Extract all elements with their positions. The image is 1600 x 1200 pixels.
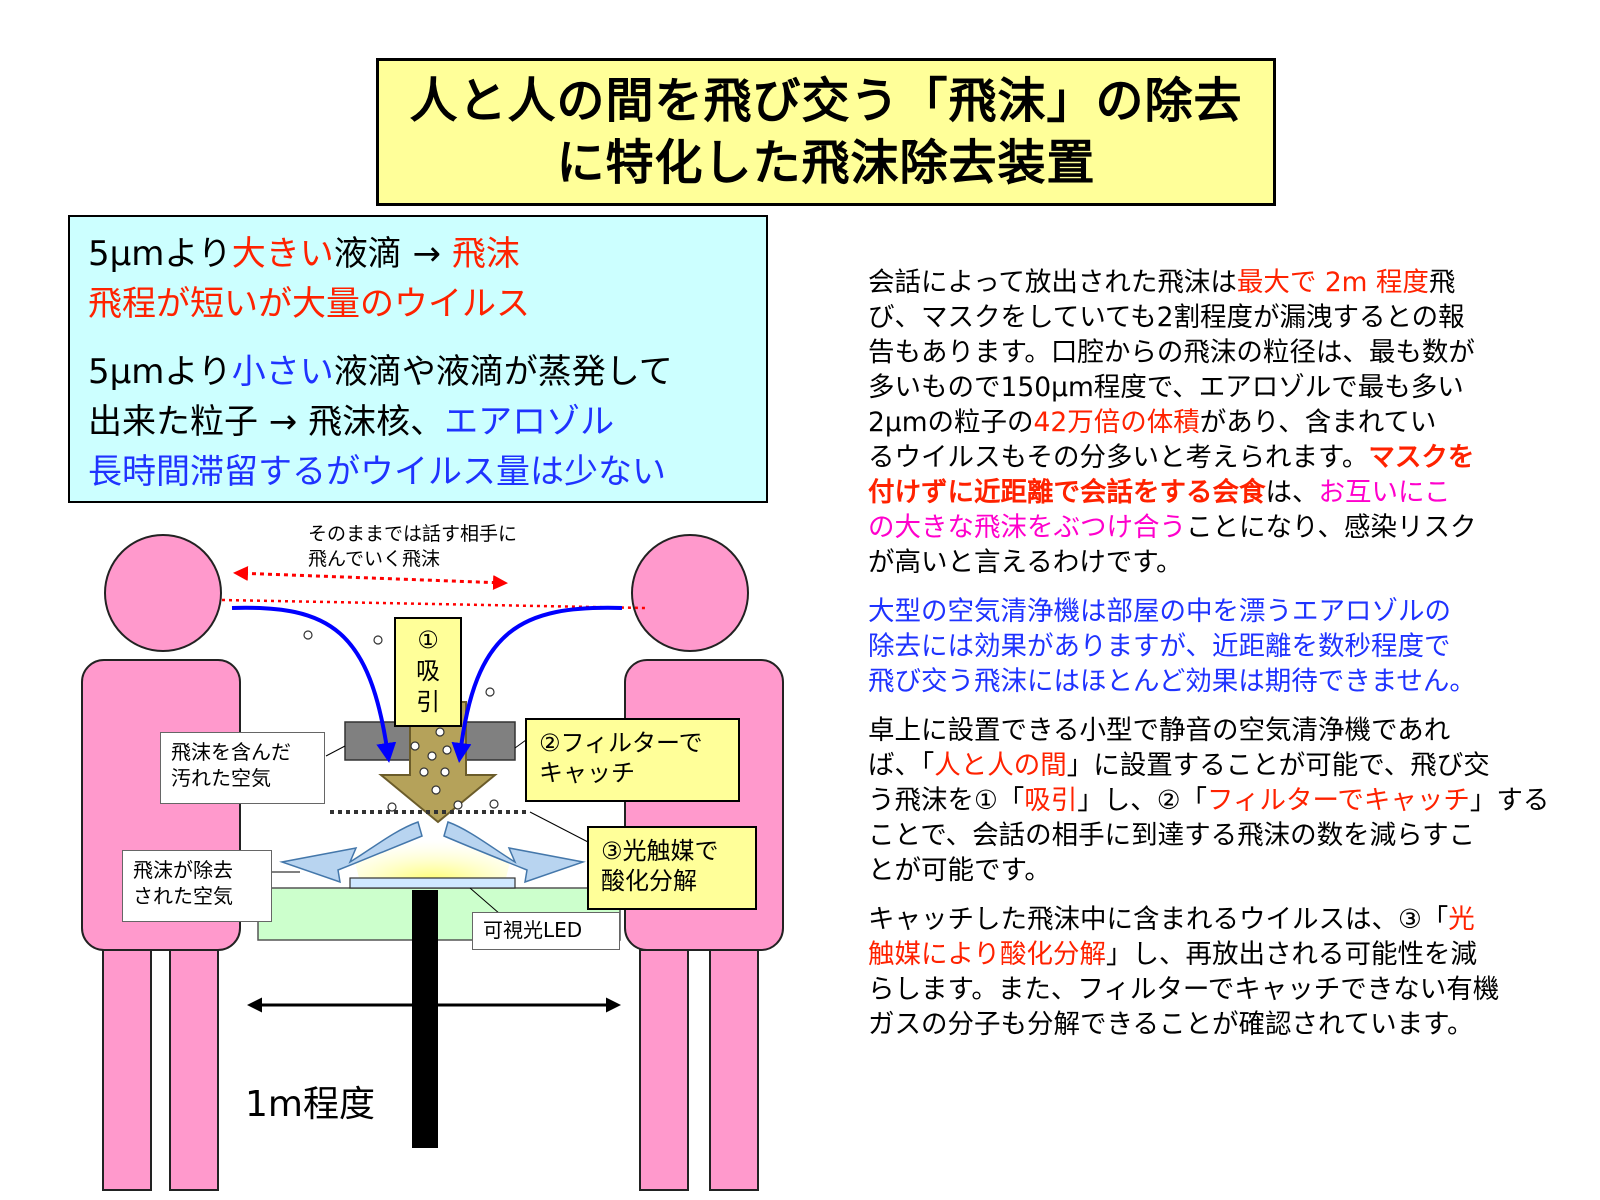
info-text: 液滴 →: [333, 234, 452, 274]
info-highlight-droplet: 飛沫: [451, 234, 520, 274]
table-leg: [412, 890, 438, 1148]
droplet-info-box: 5μmより大きい液滴 → 飛沫 飛程が短いが大量のウイルス 5μmより小さい液滴…: [68, 215, 768, 503]
distance-label: 1m程度: [245, 1084, 375, 1125]
info-line-1: 5μmより大きい液滴 → 飛沫: [88, 229, 748, 279]
suction-arrow-right: [451, 605, 623, 763]
led-label: 可視光LED: [472, 912, 620, 950]
filter-label: ②フィルターで キャッチ: [525, 718, 740, 802]
highlight-dining: 付けずに近距離で会話をする会食: [868, 477, 1266, 508]
info-highlight-aerosol: エアロゾル: [444, 402, 615, 442]
droplet-trajectory-arrow: [233, 565, 508, 591]
floating-droplets: [303, 630, 495, 697]
info-text: 液滴や液滴が蒸発して: [333, 352, 673, 392]
dirty-air-label: 飛沫を含んだ 汚れた空気: [160, 732, 325, 804]
highlight-exchange: の大きな飛沫をぶつけ合う: [868, 512, 1186, 543]
info-line-4: 出来た粒子 → 飛沫核、エアロゾル: [88, 397, 748, 447]
info-highlight-larger: 大きい: [231, 234, 334, 274]
suction-arrow-left: [231, 605, 397, 763]
info-line-5: 長時間滞留するがウイルス量は少ない: [88, 452, 666, 492]
highlight-volume: 42万倍の体積: [1033, 407, 1200, 438]
photocatalyst-label: ③光触媒で 酸化分解: [587, 826, 757, 910]
explanation-paragraph-3: 卓上に設置できる小型で静音の空気清浄機であれ ば、「人と人の間」に設置することが…: [868, 715, 1550, 886]
explanation-text: 会話によって放出された飛沫は最大で 2m 程度飛 び、マスクをしていても2割程度…: [868, 265, 1550, 1056]
info-text: 出来た粒子 → 飛沫核、: [88, 402, 445, 442]
droplet-path-line: [221, 598, 646, 610]
suction-label: ① 吸 引: [394, 617, 462, 727]
title-box: 人と人の間を飛び交う「飛沫」の除去 に特化した飛沫除去装置: [376, 58, 1276, 206]
highlight-2m: 最大で 2m 程度: [1236, 267, 1429, 298]
info-text: 5μmより: [88, 234, 232, 274]
filtered-droplets: [387, 799, 499, 812]
clean-air-arrow-right: [443, 821, 586, 884]
clean-air-arrow-left: [279, 821, 423, 884]
explanation-paragraph-2: 大型の空気清浄機は部屋の中を漂うエアロゾルの 除去には効果がありますが、近距離を…: [868, 596, 1476, 697]
explanation-paragraph-4: キャッチした飛沫中に含まれるウイルスは、③「光 触媒により酸化分解」し、再放出さ…: [868, 904, 1500, 1040]
clean-air-label: 飛沫が除去 された空気: [122, 850, 272, 922]
explanation-paragraph-1: 会話によって放出された飛沫は最大で 2m 程度飛 び、マスクをしていても2割程度…: [868, 267, 1477, 578]
title-line-1: 人と人の間を飛び交う「飛沫」の除去: [409, 73, 1243, 129]
led-plate: [349, 877, 516, 889]
info-line-3: 5μmより小さい液滴や液滴が蒸発して: [88, 347, 748, 397]
info-line-2: 飛程が短いが大量のウイルス: [88, 284, 530, 324]
info-text: 5μmより: [88, 352, 232, 392]
trajectory-caption: そのままでは話す相手に 飛んでいく飛沫: [308, 523, 518, 570]
info-highlight-smaller: 小さい: [231, 352, 334, 392]
title-line-2: に特化した飛沫除去装置: [556, 135, 1096, 191]
